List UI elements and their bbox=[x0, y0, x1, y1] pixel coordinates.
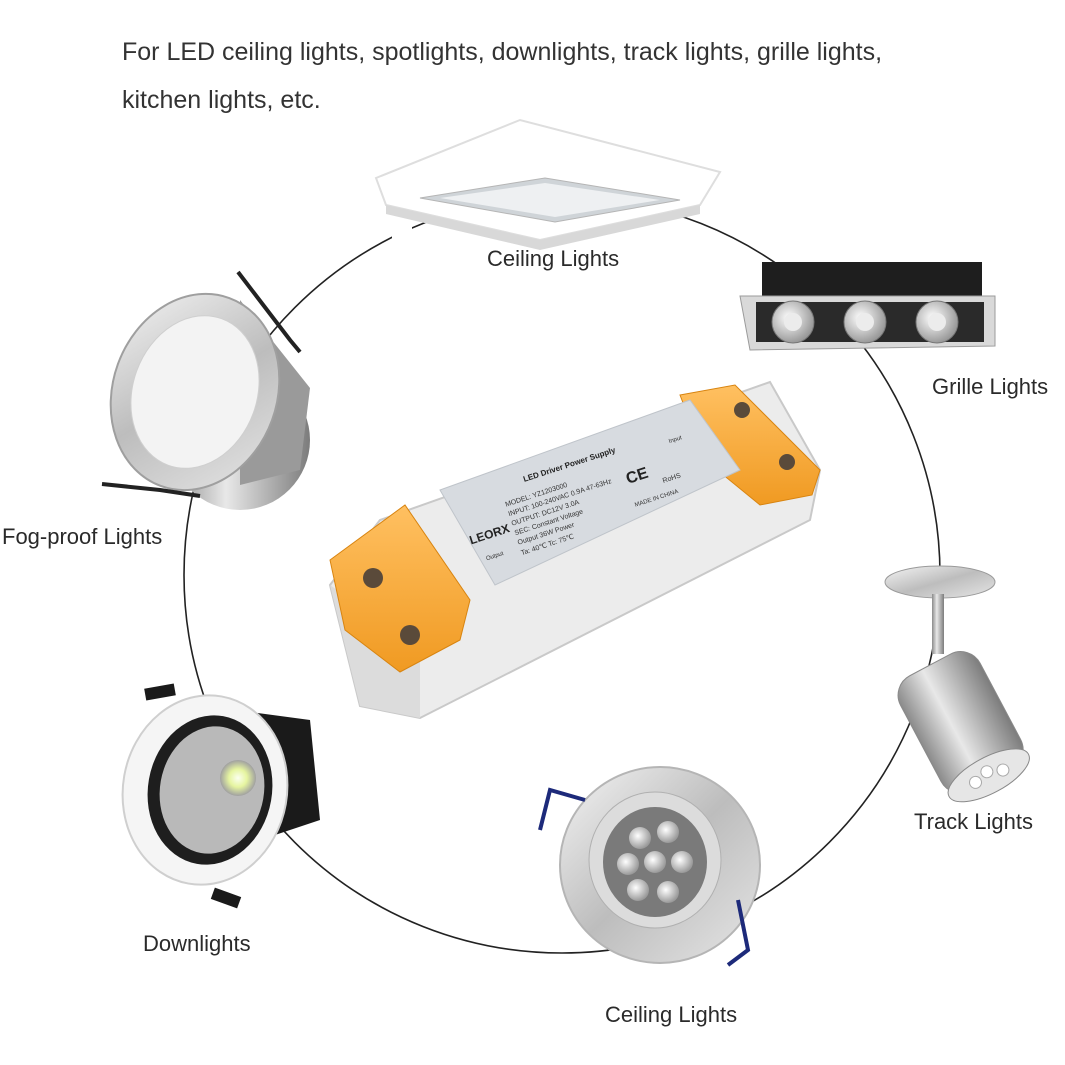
label-downlights: Downlights bbox=[143, 931, 251, 956]
downlight-image bbox=[121, 683, 320, 909]
output-side-text: Output bbox=[485, 551, 504, 562]
input-side-text: Input bbox=[668, 435, 683, 445]
led-driver-image: LEORX LED Driver Power Supply MODEL: YZ1… bbox=[328, 380, 822, 720]
ceiling-light-top-image bbox=[374, 118, 722, 260]
label-ceiling-lights-top: Ceiling Lights bbox=[487, 246, 620, 271]
headline-line-2: kitchen lights, etc. bbox=[122, 86, 321, 114]
track-light-image bbox=[884, 565, 1030, 803]
label-ceiling-lights-bottom: Ceiling Lights bbox=[605, 1002, 738, 1027]
headline-line-1: For LED ceiling lights, spotlights, down… bbox=[122, 38, 883, 66]
label-track-lights: Track Lights bbox=[914, 809, 1034, 834]
ceiling-light-bottom-image bbox=[538, 766, 761, 967]
grille-light-image bbox=[739, 262, 996, 351]
ce-mark: CE bbox=[624, 465, 651, 488]
headline: For LED ceiling lights, spotlights, down… bbox=[122, 28, 1022, 124]
fog-proof-light-image bbox=[101, 270, 310, 510]
label-fog-proof-lights: Fog-proof Lights bbox=[2, 524, 163, 549]
label-grille-lights: Grille Lights bbox=[932, 374, 1049, 399]
